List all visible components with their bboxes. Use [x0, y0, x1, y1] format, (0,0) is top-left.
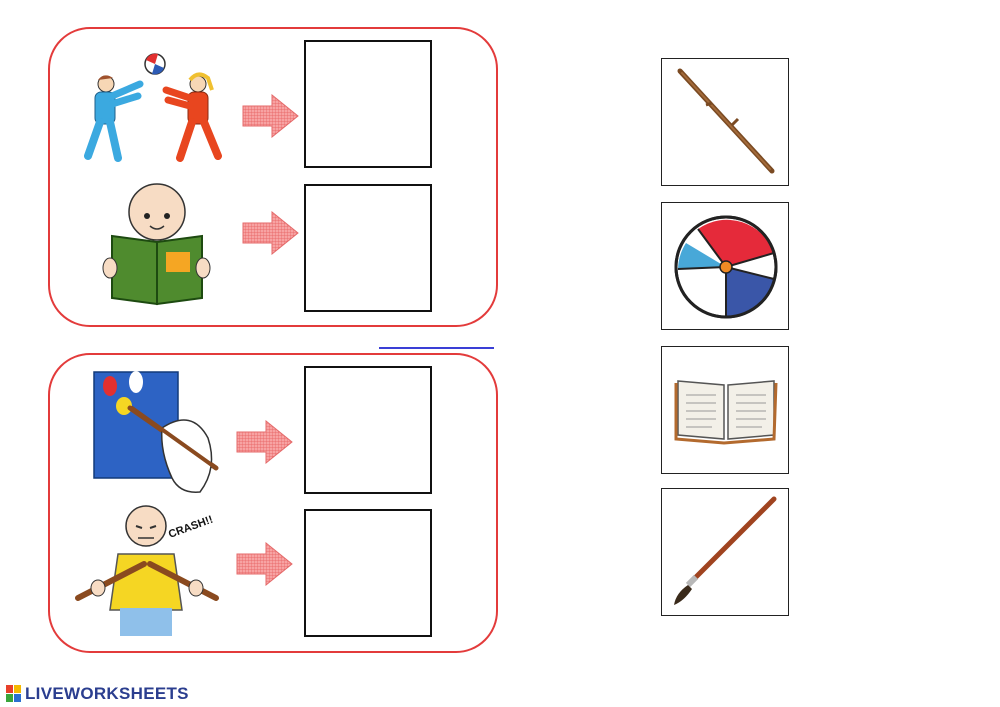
arrow-icon	[242, 211, 299, 255]
arrow-icon	[242, 94, 299, 138]
option-card-book[interactable]	[661, 346, 789, 474]
brand-name: LIVEWORKSHEETS	[25, 684, 189, 703]
liveworksheets-logo-icon	[6, 685, 21, 702]
answer-box[interactable]	[304, 366, 432, 494]
children-playing-ball-picture	[84, 53, 222, 162]
hand-painting-picture	[93, 371, 219, 493]
option-card-ball[interactable]	[661, 202, 789, 330]
paintbrush-icon	[674, 496, 777, 605]
small-ball-icon	[144, 53, 166, 75]
answer-box[interactable]	[304, 184, 432, 312]
divider-line	[379, 347, 494, 349]
answer-box[interactable]	[304, 509, 432, 637]
crash-text: CRASH!!	[167, 514, 215, 541]
beach-ball-icon	[674, 215, 778, 319]
option-card-paintbrush[interactable]	[661, 488, 789, 616]
stick-icon	[677, 68, 775, 174]
child-reading-book-picture	[102, 183, 211, 306]
child-breaking-stick-picture: CRASH!!	[75, 505, 219, 636]
arrow-icon	[236, 542, 293, 586]
answer-box[interactable]	[304, 40, 432, 168]
arrow-icon	[236, 420, 293, 464]
open-book-icon	[674, 380, 778, 445]
brand-logo: LIVEWORKSHEETS	[6, 682, 189, 706]
option-card-stick[interactable]	[661, 58, 789, 186]
